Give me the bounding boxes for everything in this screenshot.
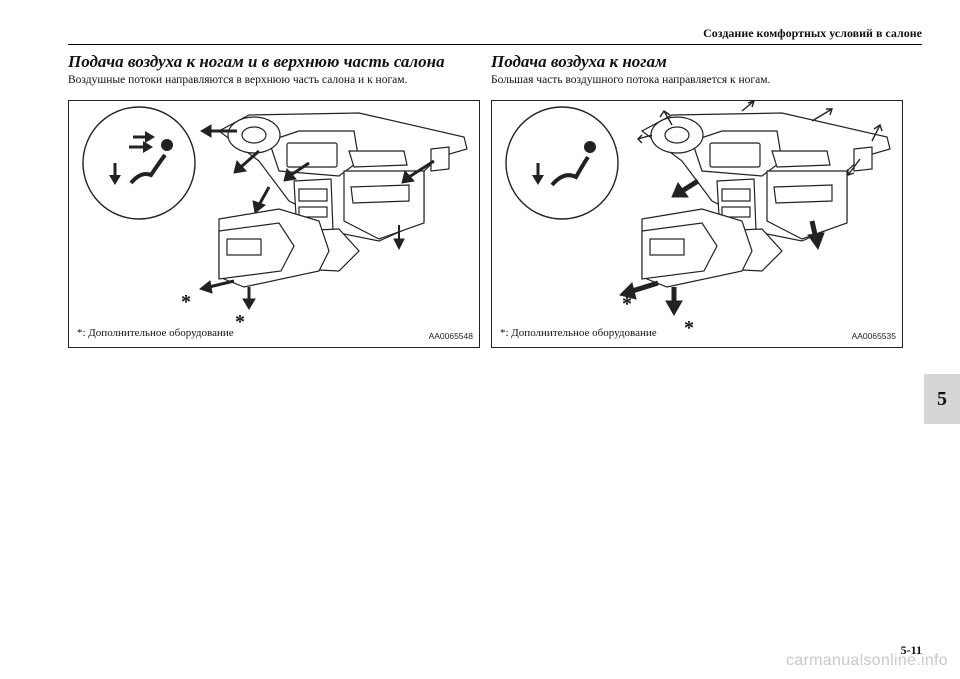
left-section-title: Подача воздуха к ногам и в верхнюю часть…	[68, 52, 445, 71]
foot-mode-icon	[505, 106, 619, 220]
chapter-tab: 5	[924, 374, 960, 424]
right-section: Подача воздуха к ногам Большая часть воз…	[491, 52, 903, 86]
optional-equipment-star: *	[622, 293, 632, 315]
dashboard-drawing	[640, 112, 891, 288]
right-figure-code: AA0065535	[851, 331, 896, 341]
small-outline-arrows	[637, 101, 883, 176]
airflow-arrows	[619, 178, 825, 317]
optional-equipment-star: *	[181, 291, 191, 313]
right-section-text: Большая часть воздушного потока направля…	[491, 74, 771, 86]
right-dashboard-illustration	[505, 101, 891, 317]
optional-equipment-star: *	[235, 311, 245, 333]
right-section-title: Подача воздуха к ногам	[491, 52, 667, 71]
optional-equipment-star: *	[684, 317, 694, 339]
right-figure: * * *: Дополнительное оборудование AA006…	[491, 100, 903, 348]
bi-level-mode-icon	[82, 106, 196, 220]
header-section-title: Создание комфортных условий в салоне	[703, 26, 922, 40]
header-rule	[68, 44, 922, 45]
left-figure-code: AA0065548	[428, 331, 473, 341]
right-figure-note: *: Дополнительное оборудование	[500, 327, 657, 339]
left-section: Подача воздуха к ногам и в верхнюю часть…	[68, 52, 480, 86]
left-figure: * * *: Дополнительное оборудование AA006…	[68, 100, 480, 348]
left-figure-note: *: Дополнительное оборудование	[77, 327, 234, 339]
page-number: 5-11	[900, 643, 922, 657]
left-section-text: Воздушные потоки направляются в верхнюю …	[68, 74, 408, 86]
left-dashboard-illustration	[82, 106, 468, 310]
watermark: carmanualsonline.info	[786, 652, 948, 669]
dashboard-drawing	[217, 112, 468, 288]
airflow-arrows	[198, 124, 435, 310]
